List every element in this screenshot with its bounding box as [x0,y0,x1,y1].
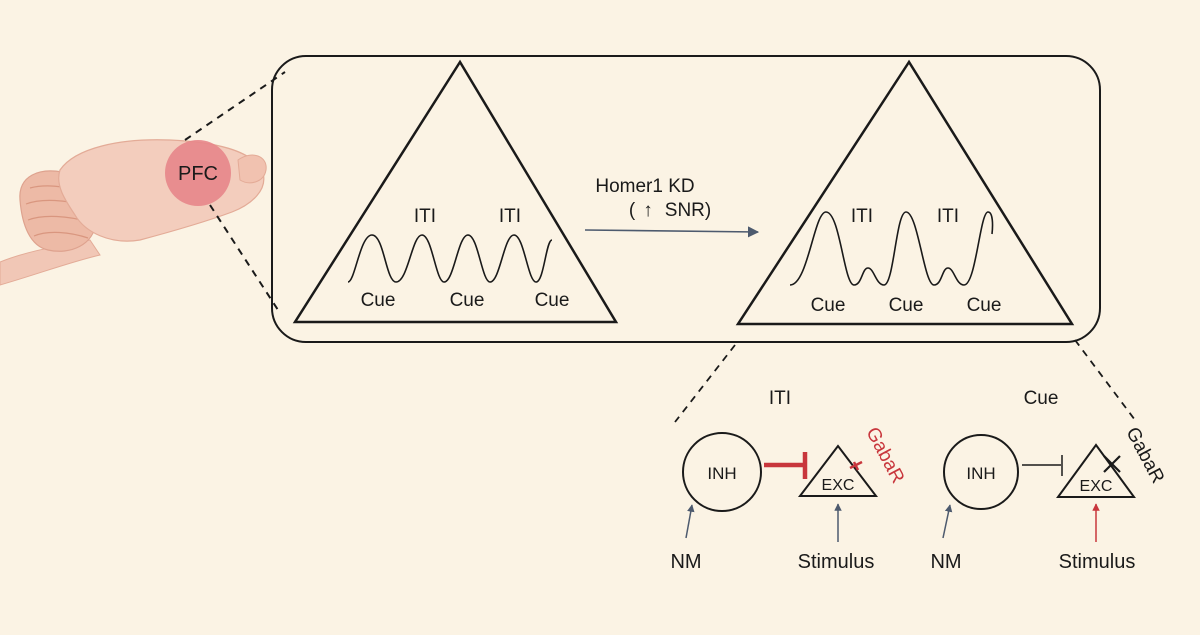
left-iti-label-1: ITI [414,206,436,227]
pfc-label: PFC [178,163,218,185]
cue-exc-neuron [1056,443,1136,498]
right-oscillation [789,211,994,286]
brainstem [0,239,101,286]
iti-exc-label: EXC [822,477,855,494]
left-network-panel: ITI ITI Cue Cue Cue [292,59,619,324]
iti-gabar-label: GabaR [861,424,908,487]
zoom-line-circuit-left [674,344,736,423]
cue-inh-neuron [943,434,1019,510]
iti-inh-neuron [682,432,762,512]
iti-nm-label: NM [670,551,701,573]
transition-arrow [584,226,760,238]
transition-label-snr: SNR) [665,200,711,221]
right-cue-label-1: Cue [811,295,846,316]
pfc-zoom-box [271,55,1101,343]
circuit-iti-title: ITI [769,388,791,409]
zoom-line-top [184,71,286,141]
transition-label-line1: Homer1 KD [595,176,694,197]
homer1-transition: Homer1 KD ( ↑ SNR) [584,176,760,238]
left-iti-label-2: ITI [499,206,521,227]
transition-up-arrow: ↑ [643,200,653,221]
zoom-line-bottom [209,204,279,311]
left-cue-label-2: Cue [450,290,485,311]
right-iti-label-2: ITI [937,206,959,227]
iti-inh-label: INH [707,464,736,483]
cue-gabar-cross-b [1103,455,1121,473]
left-triangle [292,59,619,324]
right-iti-label-1: ITI [851,206,873,227]
right-triangle [735,59,1075,326]
zoom-line-circuit-right [1074,339,1136,421]
cue-nm-label: NM [930,551,961,573]
brain-illustration: PFC [0,139,267,286]
left-cue-label-3: Cue [535,290,570,311]
cue-inh-label: INH [966,464,995,483]
left-cue-label-1: Cue [361,290,396,311]
cue-exc-label: EXC [1080,478,1113,495]
circuit-iti: ITI INH EXC GabaR NM Stimulus [670,388,908,573]
right-cue-label-3: Cue [967,295,1002,316]
right-network-panel: ITI ITI Cue Cue Cue [735,59,1075,326]
right-cue-label-2: Cue [889,295,924,316]
iti-stimulus-label: Stimulus [798,551,875,573]
cue-nm-arrow [942,504,953,539]
pfc-region [165,140,231,206]
cue-gabar-label: GabaR [1121,424,1168,487]
circuit-cue-title: Cue [1024,388,1059,409]
left-oscillation [347,234,553,283]
iti-exc-neuron [797,444,879,497]
cue-stimulus-label: Stimulus [1059,551,1136,573]
iti-gabar-marker-stem [852,461,860,471]
transition-paren: ( [629,200,636,221]
iti-nm-arrow [685,504,695,539]
cortex [58,139,265,242]
